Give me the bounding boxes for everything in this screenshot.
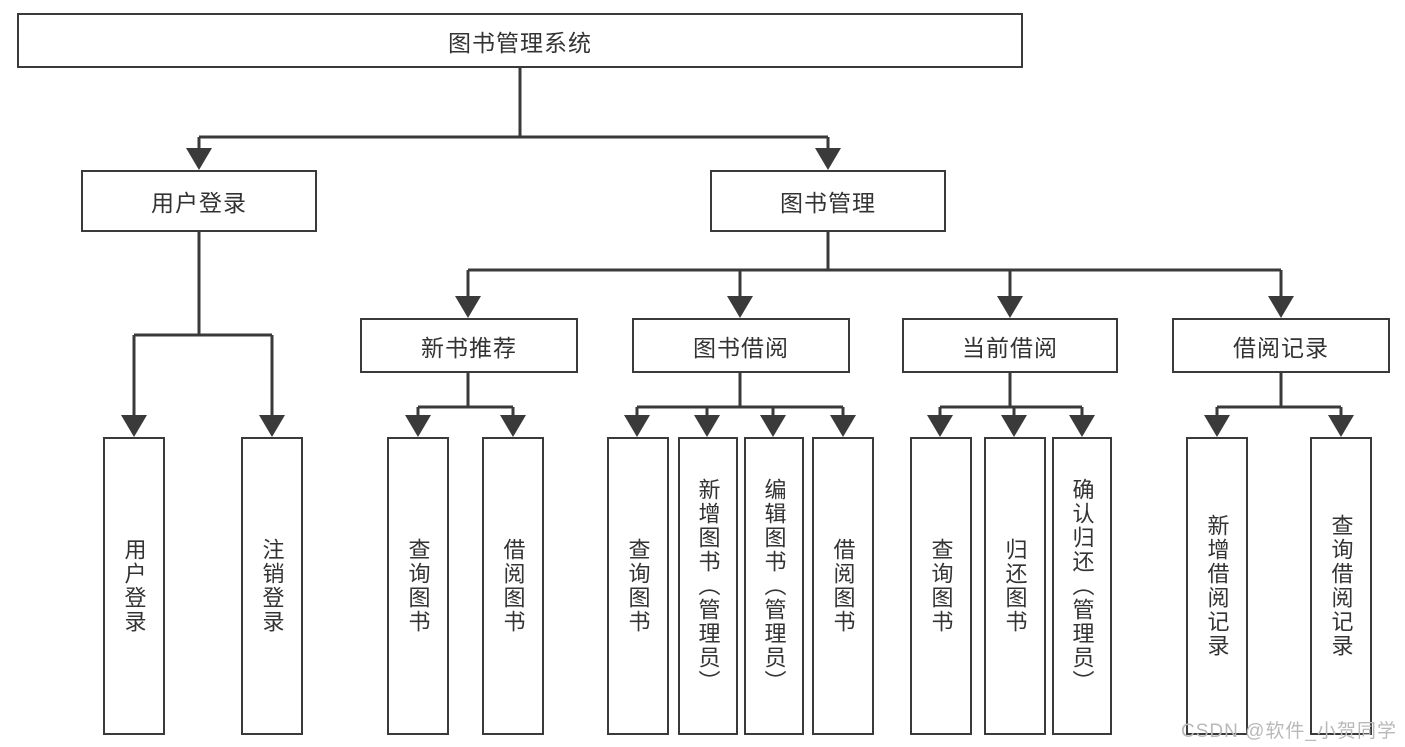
- arrowhead-icon: [1069, 415, 1095, 437]
- node-label: 编辑图书（管理员）: [761, 478, 787, 694]
- csdn-watermark: CSDN @软件_小贺同学: [1181, 721, 1397, 742]
- node-label: 确认归还（管理员）: [1069, 478, 1095, 694]
- node-leaf-1[interactable]: 注销登录: [241, 437, 303, 735]
- node-level3-3[interactable]: 借阅记录: [1172, 318, 1390, 373]
- arrowhead-icon: [694, 415, 720, 437]
- node-leaf-7[interactable]: 借阅图书: [812, 437, 874, 735]
- arrowhead-icon: [259, 415, 285, 437]
- node-label: 查询图书: [405, 538, 431, 634]
- node-label: 借阅图书: [830, 538, 856, 634]
- node-level3-1[interactable]: 图书借阅: [632, 318, 850, 373]
- node-label: 新增借阅记录: [1204, 514, 1230, 658]
- arrowhead-icon: [760, 415, 786, 437]
- node-leaf-2[interactable]: 查询图书: [387, 437, 449, 735]
- node-label: 查询图书: [625, 538, 651, 634]
- node-level2-1[interactable]: 图书管理: [710, 170, 946, 232]
- node-leaf-8[interactable]: 查询图书: [910, 437, 972, 735]
- node-leaf-10[interactable]: 确认归还（管理员）: [1052, 437, 1112, 735]
- node-label: 当前借阅: [962, 334, 1058, 361]
- node-leaf-9[interactable]: 归还图书: [984, 437, 1046, 735]
- node-label: 借阅图书: [500, 538, 526, 634]
- arrowhead-icon: [455, 296, 481, 318]
- node-level3-2[interactable]: 当前借阅: [902, 318, 1118, 373]
- node-leaf-3[interactable]: 借阅图书: [482, 437, 544, 735]
- arrowhead-icon: [830, 415, 856, 437]
- arrowhead-icon: [727, 296, 753, 318]
- arrowhead-icon: [500, 415, 526, 437]
- arrowhead-icon: [405, 415, 431, 437]
- node-leaf-5[interactable]: 新增图书（管理员）: [678, 437, 738, 735]
- node-label: 归还图书: [1002, 538, 1028, 634]
- node-level3-0[interactable]: 新书推荐: [360, 318, 578, 373]
- arrowhead-icon: [997, 296, 1023, 318]
- node-label: 新书推荐: [421, 334, 517, 361]
- node-root[interactable]: 图书管理系统: [17, 13, 1023, 68]
- arrowhead-icon: [815, 148, 841, 170]
- node-label: 图书管理系统: [448, 29, 592, 56]
- arrowhead-icon: [927, 415, 953, 437]
- node-label: 注销登录: [259, 538, 285, 634]
- arrowhead-icon: [1001, 415, 1027, 437]
- node-label: 用户登录: [151, 190, 247, 216]
- node-leaf-0[interactable]: 用户登录: [103, 437, 165, 735]
- arrowhead-icon: [186, 148, 212, 170]
- node-leaf-12[interactable]: 查询借阅记录: [1310, 437, 1372, 735]
- node-label: 图书借阅: [693, 334, 789, 361]
- node-label: 查询借阅记录: [1328, 514, 1354, 658]
- node-leaf-4[interactable]: 查询图书: [607, 437, 669, 735]
- arrowhead-icon: [121, 415, 147, 437]
- arrowhead-icon: [1328, 415, 1354, 437]
- node-label: 查询图书: [928, 538, 954, 634]
- node-label: 用户登录: [121, 538, 147, 634]
- node-label: 借阅记录: [1233, 334, 1329, 361]
- node-label: 图书管理: [780, 190, 876, 216]
- arrowhead-icon: [624, 415, 650, 437]
- node-leaf-6[interactable]: 编辑图书（管理员）: [744, 437, 804, 735]
- arrowhead-icon: [1204, 415, 1230, 437]
- node-label: 新增图书（管理员）: [695, 478, 721, 694]
- node-leaf-11[interactable]: 新增借阅记录: [1186, 437, 1248, 735]
- arrowhead-icon: [1268, 296, 1294, 318]
- node-level2-0[interactable]: 用户登录: [81, 170, 317, 232]
